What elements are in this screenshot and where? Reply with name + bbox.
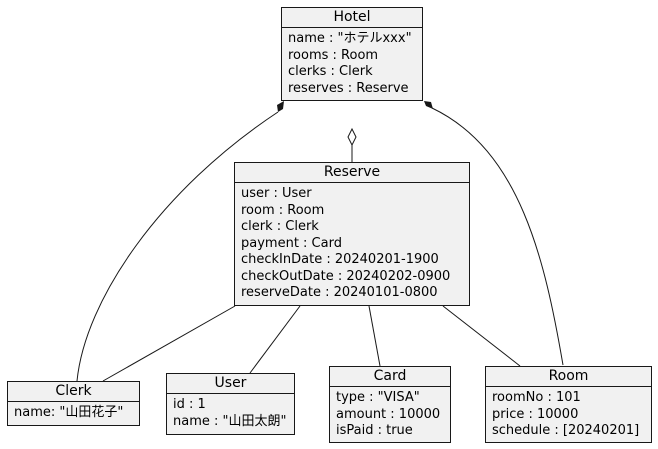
attribute: roomNo : 101	[492, 390, 581, 405]
hotel-clerk-composition-line	[76, 111, 279, 382]
attribute: price : 10000	[492, 406, 579, 422]
attribute: checkOutDate : 20240202-0900	[241, 268, 451, 284]
class-user: User id : 1 name : "山田太朗"	[166, 373, 295, 435]
class-clerk: Clerk name: "山田花子"	[7, 381, 140, 426]
attribute: isPaid : true	[336, 423, 413, 438]
attribute: user : User	[241, 186, 312, 201]
class-hotel: Hotel name : "ホテルxxx" rooms : Room clerk…	[281, 7, 423, 101]
composition-diamond-icon	[277, 101, 284, 112]
attribute: clerks : Clerk	[288, 64, 373, 79]
attribute-list: type : "VISA" amount : 10000 isPaid : tr…	[330, 387, 450, 442]
attribute: rooms : Room	[288, 47, 379, 63]
attribute: amount : 10000	[336, 406, 441, 422]
class-title: Room	[486, 367, 651, 387]
reserve-room-line	[442, 305, 521, 367]
attribute-list: name : "ホテルxxx" rooms : Room clerks : Cl…	[282, 28, 422, 99]
attribute-list: name: "山田花子"	[8, 402, 139, 424]
reserve-clerk-line	[102, 305, 236, 382]
attribute-list: id : 1 name : "山田太朗"	[167, 394, 294, 432]
class-title: User	[167, 374, 294, 394]
reserve-user-line	[249, 305, 301, 374]
attribute: name: "山田花子"	[14, 405, 124, 420]
class-title: Reserve	[235, 163, 469, 183]
attribute: checkInDate : 20240201-1900	[241, 252, 439, 267]
attribute: payment : Card	[241, 235, 342, 251]
hotel-room-composition-line	[431, 107, 564, 366]
class-reserve: Reserve user : User room : Room clerk : …	[234, 162, 470, 306]
attribute: room : Room	[241, 202, 325, 218]
class-card: Card type : "VISA" amount : 10000 isPaid…	[329, 366, 451, 443]
class-title: Clerk	[8, 382, 139, 402]
class-title: Card	[330, 367, 450, 387]
class-title: Hotel	[282, 8, 422, 28]
attribute: type : "VISA"	[336, 390, 420, 405]
attribute: reserveDate : 20240101-0800	[241, 285, 438, 300]
attribute: id : 1	[173, 397, 206, 412]
attribute-list: roomNo : 101 price : 10000 schedule : [2…	[486, 387, 651, 442]
attribute: schedule : [20240201]	[492, 423, 640, 438]
attribute: reserves : Reserve	[288, 80, 409, 96]
composition-diamond-icon	[424, 101, 433, 109]
attribute-list: user : User room : Room clerk : Clerk pa…	[235, 183, 469, 304]
reserve-card-line	[368, 305, 381, 367]
attribute: name : "ホテルxxx"	[288, 31, 412, 46]
attribute: name : "山田太朗"	[173, 413, 287, 429]
class-room: Room roomNo : 101 price : 10000 schedule…	[485, 366, 652, 443]
attribute: clerk : Clerk	[241, 219, 319, 234]
aggregation-diamond-icon	[347, 127, 357, 147]
